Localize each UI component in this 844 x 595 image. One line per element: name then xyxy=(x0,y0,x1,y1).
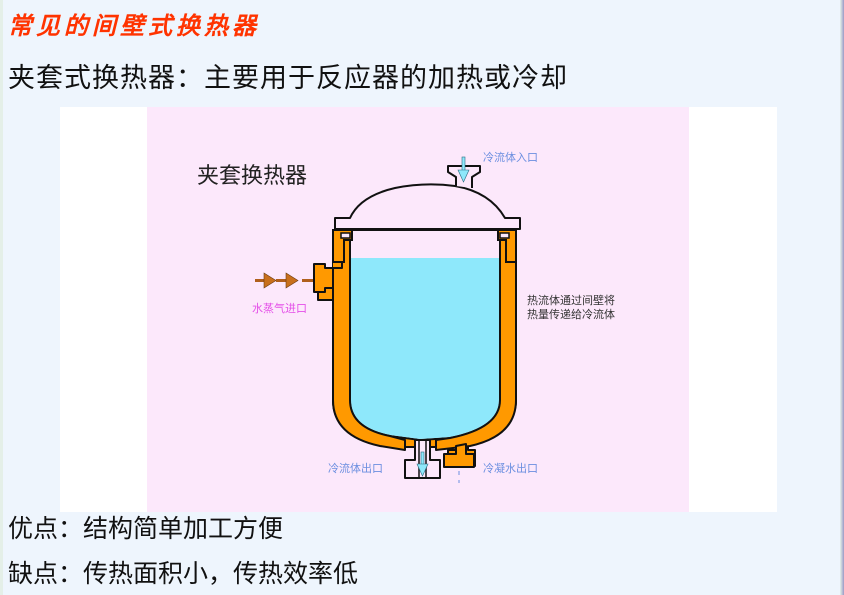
figure-title: 夹套换热器 xyxy=(197,164,308,189)
cold-inlet-label: 冷流体入口 xyxy=(483,151,538,164)
steam-arrows-icon xyxy=(255,272,313,289)
liquid xyxy=(351,258,499,439)
pros-text: 优点：结构简单加工方便 xyxy=(8,514,284,543)
cold-outlet-label: 冷流体出口 xyxy=(328,462,383,475)
vessel-lid xyxy=(334,183,521,230)
steam-inlet-label: 水蒸气进口 xyxy=(252,302,307,315)
description-line1: 热流体通过间壁将 xyxy=(527,294,615,307)
condensate-outlet-nozzle xyxy=(443,443,475,468)
slide-title: 常见的间壁式换热器 xyxy=(8,11,260,40)
description-line2: 热量传递给冷流体 xyxy=(527,308,615,321)
slide-subtitle: 夹套式换热器：主要用于反应器的加热或冷却 xyxy=(8,63,568,94)
down-arrow-icon xyxy=(416,463,429,477)
slide-right-edge xyxy=(840,0,844,595)
down-arrow-icon xyxy=(457,169,470,183)
condensate-outlet-label: 冷凝水出口 xyxy=(483,462,538,475)
steam-inlet-nozzle xyxy=(313,263,334,293)
slide-left-edge xyxy=(0,0,3,595)
cons-text: 缺点：传热面积小，传热效率低 xyxy=(8,559,359,588)
